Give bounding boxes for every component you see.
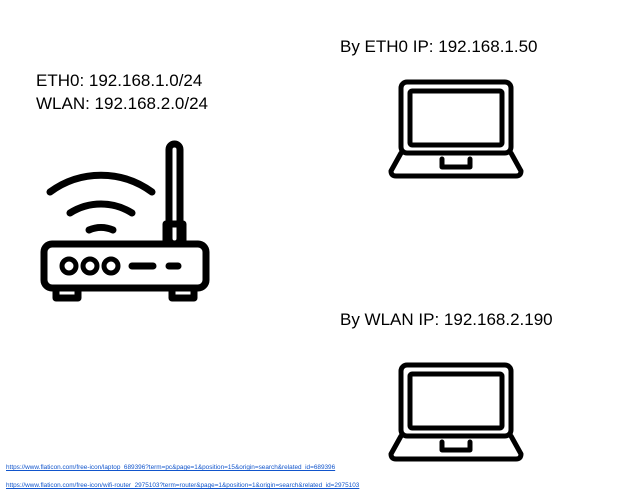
- laptop-wlan-ip-label: By WLAN IP: 192.168.2.190: [340, 310, 553, 329]
- laptop-eth0-ip-label: By ETH0 IP: 192.168.1.50: [340, 37, 538, 56]
- laptop-icon: [388, 362, 524, 462]
- router-eth0-subnet-label: ETH0: 192.168.1.0/24: [36, 71, 203, 90]
- wifi-router-icon: [40, 140, 210, 302]
- router-icon-credit-link[interactable]: https://www.flaticon.com/free-icon/wifi-…: [6, 482, 360, 489]
- laptop-icon: [388, 79, 524, 179]
- router-wlan-subnet-label: WLAN: 192.168.2.0/24: [36, 94, 209, 113]
- laptop-icon-credit-link[interactable]: https://www.flaticon.com/free-icon/lapto…: [6, 464, 336, 471]
